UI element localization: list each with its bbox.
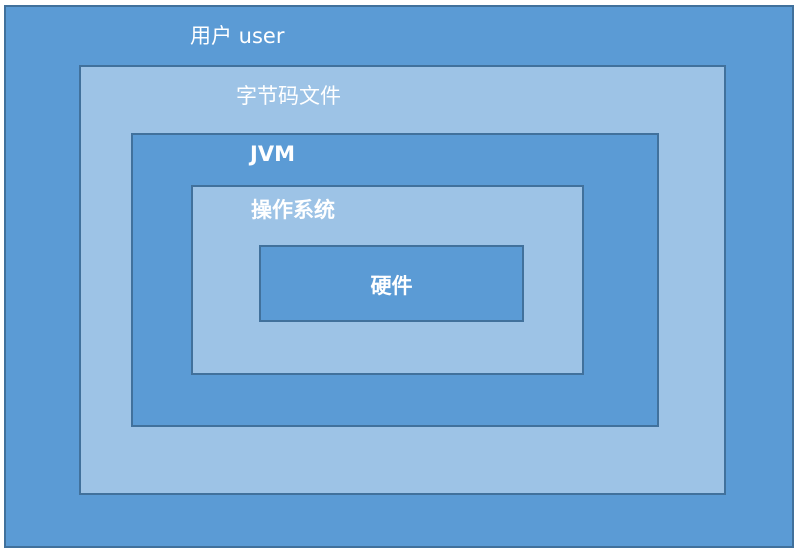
label-user: 用户 user bbox=[190, 24, 285, 48]
label-os: 操作系统 bbox=[251, 198, 335, 222]
label-bytecode: 字节码文件 bbox=[236, 84, 341, 108]
label-jvm: JVM bbox=[250, 142, 295, 166]
layer-hardware bbox=[259, 245, 524, 322]
label-hardware: 硬件 bbox=[370, 274, 413, 298]
